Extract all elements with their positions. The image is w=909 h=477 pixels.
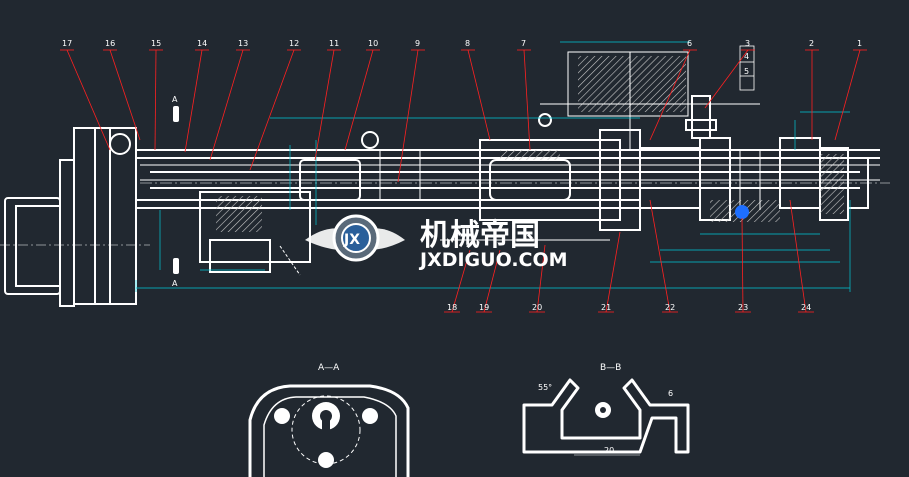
balloon-10: 10 [368, 39, 378, 48]
section-bb-title: B—B [600, 363, 621, 373]
section-marks: A A [172, 95, 179, 288]
section-aa-title: A—A [318, 363, 340, 373]
balloon-19: 19 [479, 303, 489, 312]
balloon-12: 12 [289, 39, 299, 48]
balloon-7: 7 [521, 39, 526, 48]
balloon-1: 1 [857, 39, 862, 48]
watermark: JX 机械帝国 JXDIGUO.COM [305, 214, 568, 271]
balloon-13: 13 [238, 39, 248, 48]
bb-dim-width: 20 [604, 446, 614, 455]
balloon-15: 15 [151, 39, 161, 48]
leader-lines-top [60, 49, 867, 183]
watermark-logo-text: JX [343, 232, 360, 248]
bb-dim-height: 6 [668, 389, 673, 398]
balloon-3: 3 [745, 39, 750, 48]
balloon-18: 18 [447, 303, 457, 312]
balloon-20: 20 [532, 303, 542, 312]
stack-label-4: 5 [744, 67, 749, 76]
watermark-cn: 机械帝国 [420, 218, 540, 253]
balloon-21: 21 [601, 303, 611, 312]
balloon-2: 2 [809, 39, 814, 48]
balloons-top: 17 16 15 14 13 12 11 10 9 8 7 6 3 2 1 [62, 39, 862, 48]
detail-lines [140, 51, 880, 276]
section-bb-view: B—B 20 55° 6 [522, 363, 690, 456]
balloon-23: 23 [738, 303, 748, 312]
side-stack [739, 45, 755, 91]
dimension-lines [135, 41, 851, 292]
section-mark-top: A [172, 95, 178, 104]
balloons-bottom: 18 19 20 21 22 23 24 [447, 303, 811, 312]
balloon-8: 8 [465, 39, 470, 48]
balloon-22: 22 [665, 303, 675, 312]
leader-lines-bottom [444, 199, 814, 313]
section-mark-bottom: A [172, 279, 178, 288]
stack-label-3: 4 [744, 52, 749, 61]
balloon-6: 6 [687, 39, 692, 48]
blue-marker [735, 205, 749, 219]
balloon-17: 17 [62, 39, 72, 48]
balloon-24: 24 [801, 303, 811, 312]
watermark-en: JXDIGUO.COM [418, 249, 568, 271]
bb-dim-angle: 55° [538, 383, 552, 392]
balloon-11: 11 [329, 39, 339, 48]
balloon-9: 9 [415, 39, 420, 48]
section-aa-view: A—A [248, 363, 410, 477]
balloon-14: 14 [197, 39, 207, 48]
balloon-16: 16 [105, 39, 115, 48]
